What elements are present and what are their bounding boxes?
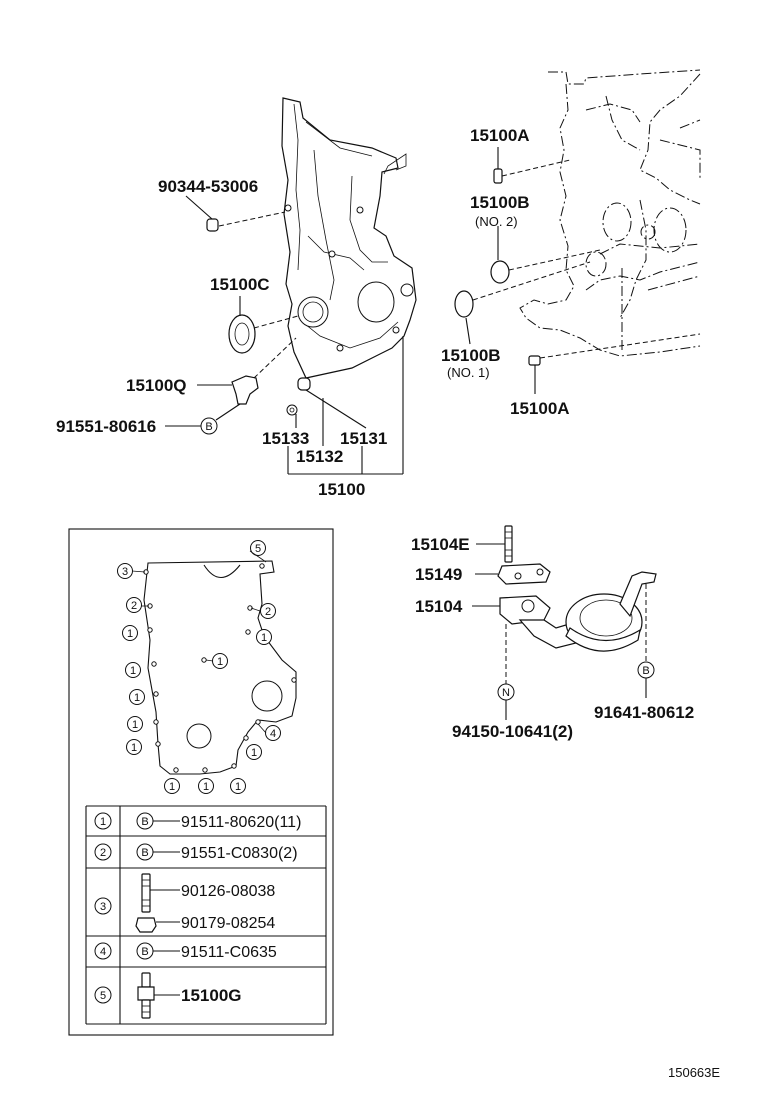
svg-text:5: 5 (100, 990, 106, 1002)
legend-table: 1 B 91511-80620(11) 2 B 91551-C0830(2) 3 (85, 805, 327, 1025)
legend-row-4: 4 B 91511-C0635 (94, 942, 277, 961)
marker-3: 3 (117, 563, 133, 579)
svg-text:1: 1 (251, 747, 257, 759)
engine-block-outline (519, 69, 701, 357)
label-15104E: 15104E (411, 535, 470, 554)
o-ring-15100b-no2 (490, 260, 510, 284)
label-91641-80612: 91641-80612 (594, 703, 694, 722)
oil-nozzle-15100q (231, 375, 259, 405)
label-15100A-bottom: 15100A (510, 399, 570, 418)
marker-1: 1 (122, 625, 138, 641)
stud-15104e (504, 525, 513, 563)
svg-text:1: 1 (235, 781, 241, 793)
marker-2-left: 2 (126, 597, 142, 613)
marker-1: 1 (125, 662, 141, 678)
marker-1: 1 (256, 629, 272, 645)
label-15100A-top: 15100A (470, 126, 530, 145)
o-ring-15100b-no1 (454, 290, 474, 318)
svg-text:5: 5 (255, 543, 261, 555)
svg-text:B: B (141, 816, 148, 828)
marker-5: 5 (250, 540, 266, 556)
engine-block-assembly: 15100A 15100B (NO. 2) 15100B (NO. 1) 151… (441, 69, 701, 418)
legend-row-2: 2 B 91551-C0830(2) (94, 843, 298, 862)
marker-1: 1 (230, 778, 246, 794)
svg-text:3: 3 (100, 901, 106, 913)
label-94150-10641: 94150-10641(2) (452, 722, 573, 741)
label-15100Q: 15100Q (126, 376, 187, 395)
legend-part-1: 91511-80620(11) (181, 814, 301, 831)
oil-seal-15100c (228, 314, 256, 354)
label-no1: (NO. 1) (447, 365, 490, 380)
svg-text:2: 2 (265, 606, 271, 618)
svg-text:4: 4 (270, 728, 276, 740)
oil-strainer-assembly: 15104E 15149 15104 N 94150-10641(2) B 91… (411, 525, 694, 741)
legend-part-5: 15100G (181, 986, 242, 1005)
svg-text:1: 1 (100, 816, 106, 828)
gasket-15149 (497, 563, 551, 585)
label-90344-53006: 90344-53006 (158, 177, 258, 196)
legend-row-5: 5 15100G (94, 972, 242, 1019)
marker-1: 1 (246, 744, 262, 760)
svg-text:1: 1 (169, 781, 175, 793)
marker-4: 4 (265, 725, 281, 741)
plug-90344 (206, 218, 219, 232)
stud-icon (141, 873, 151, 913)
label-15104: 15104 (415, 597, 463, 616)
legend-row-3: 3 90126-08038 90179-08254 (94, 873, 275, 933)
svg-text:1: 1 (261, 632, 267, 644)
label-15100B-no1: 15100B (441, 346, 501, 365)
marker-1: 1 (198, 778, 214, 794)
dowel-15100a-top (493, 168, 503, 184)
svg-text:1: 1 (130, 665, 136, 677)
svg-text:4: 4 (100, 946, 106, 958)
svg-text:1: 1 (203, 781, 209, 793)
marker-1: 1 (127, 716, 143, 732)
timing-cover-assembly: 90344-53006 15100C 15100Q B 91551-80616 … (56, 97, 417, 499)
legend-part-3a: 90126-08038 (181, 883, 275, 900)
timing-chain-cover (281, 97, 417, 379)
plug-15131 (297, 377, 311, 391)
nut-icon (135, 917, 157, 933)
label-15149: 15149 (415, 565, 462, 584)
svg-text:B: B (205, 421, 212, 433)
label-15131: 15131 (340, 429, 387, 448)
inset-circle-markers: 5 3 2 2 1 1 1 1 1 1 4 1 1 1 1 1 (117, 540, 281, 794)
gasket-15133 (286, 404, 298, 416)
legend-row-1: 1 B 91511-80620(11) (94, 812, 301, 831)
legend-part-2: 91551-C0830(2) (181, 845, 298, 862)
svg-text:1: 1 (217, 656, 223, 668)
svg-text:3: 3 (122, 566, 128, 578)
legend-part-3b: 90179-08254 (181, 915, 275, 932)
svg-text:1: 1 (134, 692, 140, 704)
label-91551-80616: 91551-80616 (56, 417, 156, 436)
svg-text:2: 2 (131, 600, 137, 612)
svg-text:B: B (141, 946, 148, 958)
marker-2-right: 2 (260, 603, 276, 619)
marker-1: 1 (212, 653, 228, 669)
svg-text:1: 1 (131, 742, 137, 754)
label-no2: (NO. 2) (475, 214, 518, 229)
marker-1: 1 (126, 739, 142, 755)
label-15100: 15100 (318, 480, 365, 499)
dowel-15100a-bottom (528, 355, 541, 366)
inset-bolt-location-panel: 5 3 2 2 1 1 1 1 1 1 4 1 1 1 1 1 (68, 528, 334, 1036)
svg-text:2: 2 (100, 847, 106, 859)
marker-1: 1 (129, 689, 145, 705)
label-15133: 15133 (262, 429, 309, 448)
svg-text:N: N (502, 687, 510, 699)
svg-text:1: 1 (127, 628, 133, 640)
legend-part-4: 91511-C0635 (181, 944, 277, 961)
stud-bolt-icon (137, 972, 155, 1019)
label-15132: 15132 (296, 447, 343, 466)
marker-1: 1 (164, 778, 180, 794)
svg-text:1: 1 (132, 719, 138, 731)
svg-text:B: B (141, 847, 148, 859)
label-15100C: 15100C (210, 275, 270, 294)
label-15100B-no2: 15100B (470, 193, 530, 212)
svg-text:B: B (642, 665, 649, 677)
figure-id: 150663E (668, 1065, 720, 1080)
